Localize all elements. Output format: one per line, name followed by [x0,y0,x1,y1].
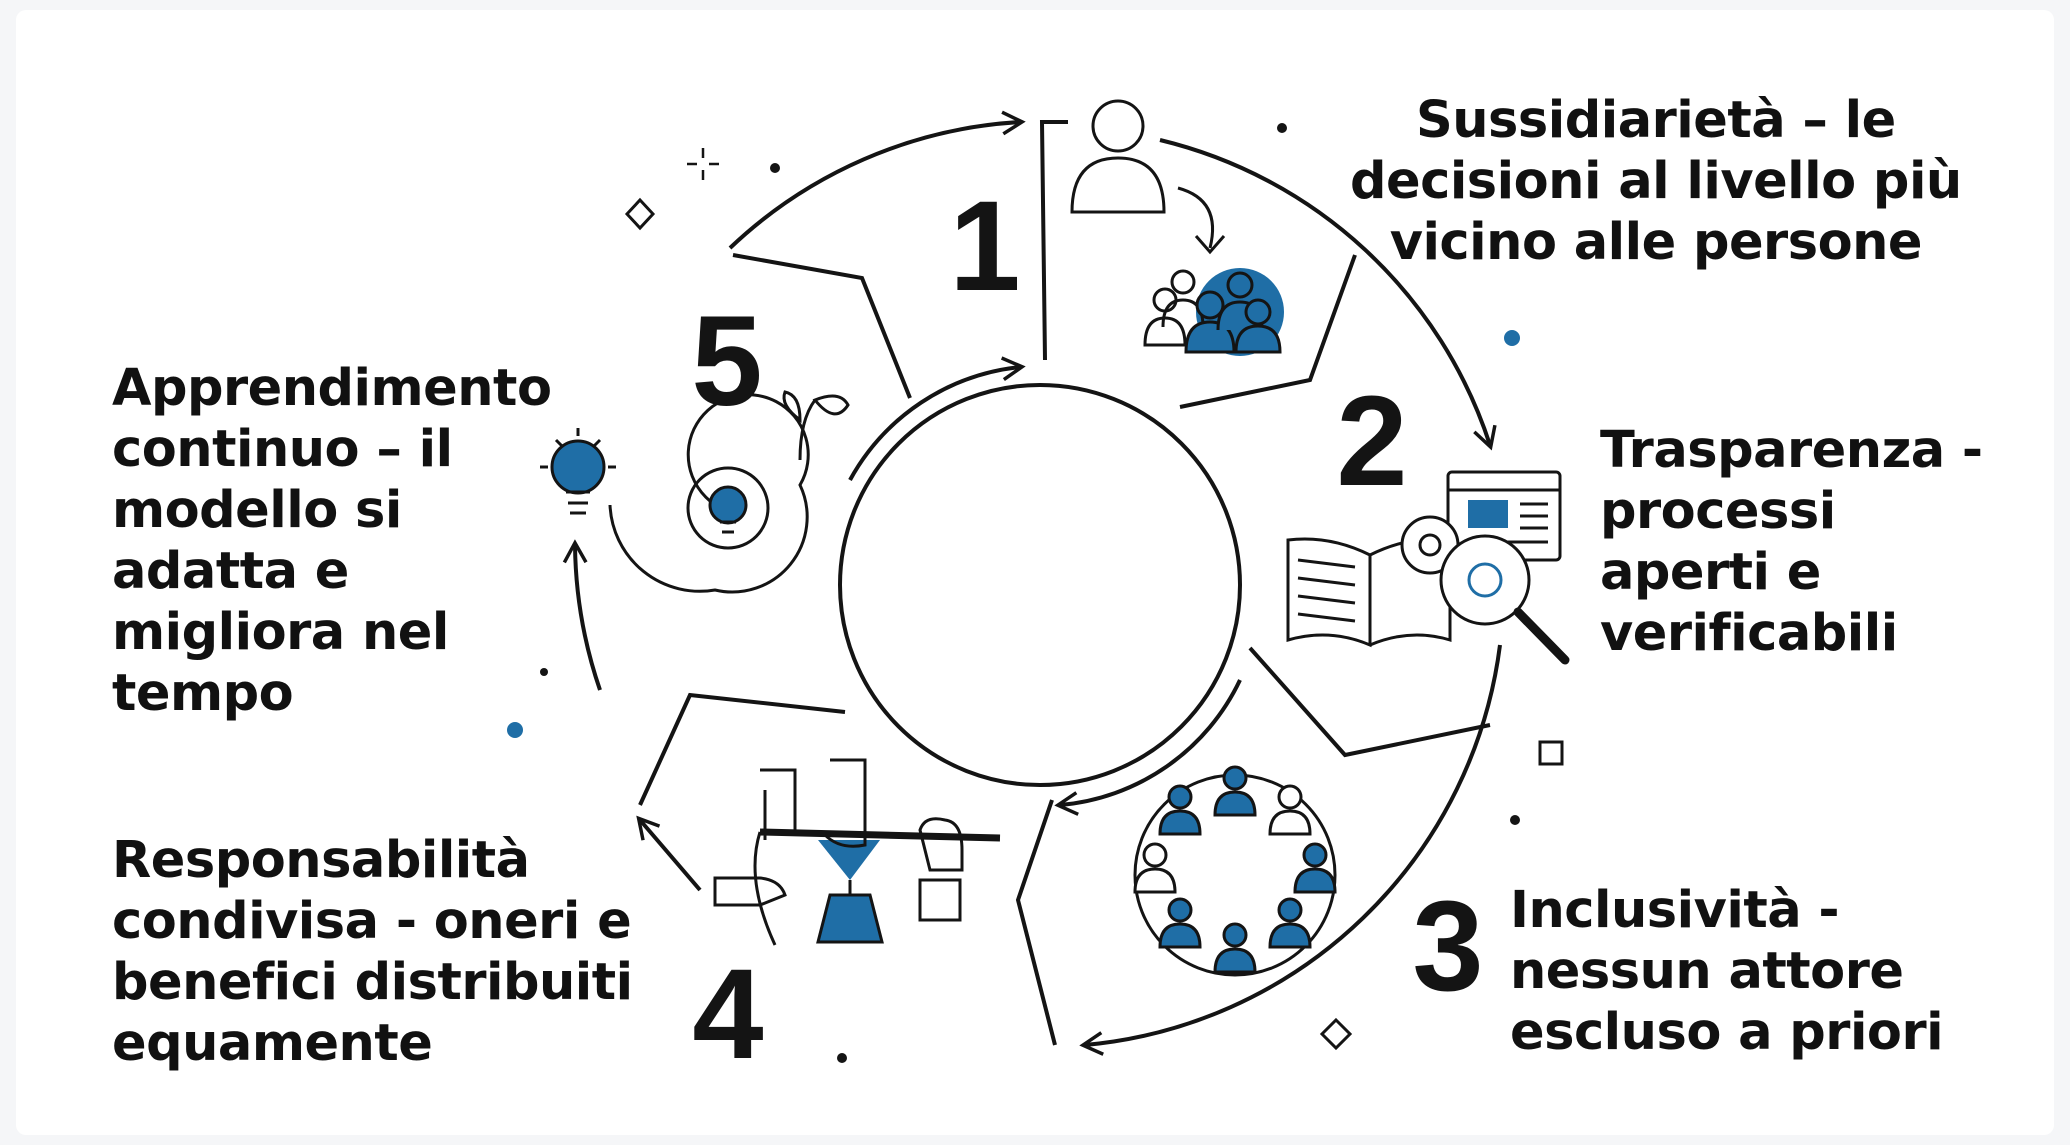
hand-right-cuff [918,878,962,922]
step-number-1: 1 [949,175,1020,318]
step-5-line: tempo [112,664,294,723]
divider-5 [638,692,846,806]
infographic-card [16,10,2054,1135]
browser-content [1468,500,1508,528]
step-5-line: migliora nel [112,603,449,662]
divider-1 [1039,120,1068,361]
step-number-4: 4 [692,943,763,1086]
step-3-line: escluso a priori [1510,1003,1944,1062]
step-number-2: 2 [1336,370,1407,513]
magnifier-handle [1513,607,1570,665]
outer-cycle-arrows [562,110,1502,1056]
outer-arrow-right [1159,138,1497,451]
outer-arrow-left-low [636,815,702,892]
center-bulb-icon [708,485,748,525]
step-3-line: nessun attore [1510,942,1904,1001]
hand-left [713,876,787,907]
divider-4 [1015,799,1057,1046]
outer-arrow-top [728,110,1026,250]
hand-right [918,817,964,872]
step-4-line: equamente [112,1014,433,1073]
step-5-label: Apprendimento continuo – il modello si a… [112,358,552,724]
decorations [507,123,1564,1063]
step-numbers: 1 2 3 4 5 [691,175,1483,1086]
side-bulb-icon [550,439,606,495]
step-number-5: 5 [691,290,762,433]
lightbulb-sprout-icon [540,390,850,594]
inner-arrow-top [848,356,1026,481]
step-number-3: 3 [1412,875,1483,1018]
inner-arrows [848,356,1242,816]
step-4-line: condivisa - oneri e [112,892,632,951]
step-2-line: aperti e [1600,543,1821,602]
divider-6 [732,253,912,399]
person-to-group-icon [1070,99,1284,356]
step-2-line: verificabili [1600,604,1898,663]
step-5-line: adatta e [112,542,349,601]
funnel [818,840,880,880]
hand-top-center [823,758,867,848]
magnifier-lens [1439,534,1531,626]
book-browser-magnifier-icon [1286,470,1570,665]
step-4-line: benefici distribuiti [112,953,633,1012]
divider-3 [1248,646,1491,758]
step-1-line: vicino alle persone [1389,213,1923,272]
rope-end [753,831,777,946]
step-4-label: Responsabilità condivisa - oneri e benef… [112,830,633,1074]
step-2-line: processi [1600,482,1836,541]
step-1-line: decisioni al livello più [1350,152,1962,211]
accent-dot [1504,330,1520,346]
step-3-label: Inclusività - nessun attore escluso a pr… [1510,880,1944,1063]
segment-dividers [638,120,1491,1046]
step-5-line: modello si [112,481,402,540]
step-2-line: Trasparenza - [1600,421,1983,480]
step-1-line: Sussidiarietà – le [1416,91,1896,150]
person-body [1070,156,1166,214]
step-2-label: Trasparenza - processi aperti e verifica… [1600,420,1983,664]
step-1-label: Sussidiarietà – le decisioni al livello … [1350,90,1962,273]
group-people [1143,269,1282,354]
outer-arrow-bottom [1079,644,1502,1056]
inner-arrow-bottom [1054,679,1242,816]
sprout [798,399,817,461]
diamond-icon [1319,1017,1353,1051]
step-5-line: Apprendimento [112,359,552,418]
step-5-line: continuo – il [112,420,453,479]
outer-arrow-left [562,539,602,691]
square-icon [1538,740,1564,766]
book-left-page [1286,537,1372,648]
spiral [608,393,810,594]
weight [816,893,884,944]
people-circle-icon [1133,765,1337,977]
inner-circle [838,383,1242,787]
sparkle-icon [687,148,719,180]
person-head [1091,99,1145,153]
ring-people [1133,765,1337,974]
diamond-icon [624,197,656,231]
curved-arrow [1177,186,1215,249]
hands-rope-weight-icon [713,758,1001,946]
divider-2 [1179,254,1357,409]
step-3-line: Inclusività - [1510,881,1840,940]
spiral-inner [686,466,770,550]
hand-top-left [760,768,797,840]
step-4-line: Responsabilità [112,831,530,890]
accent-dot [507,722,523,738]
